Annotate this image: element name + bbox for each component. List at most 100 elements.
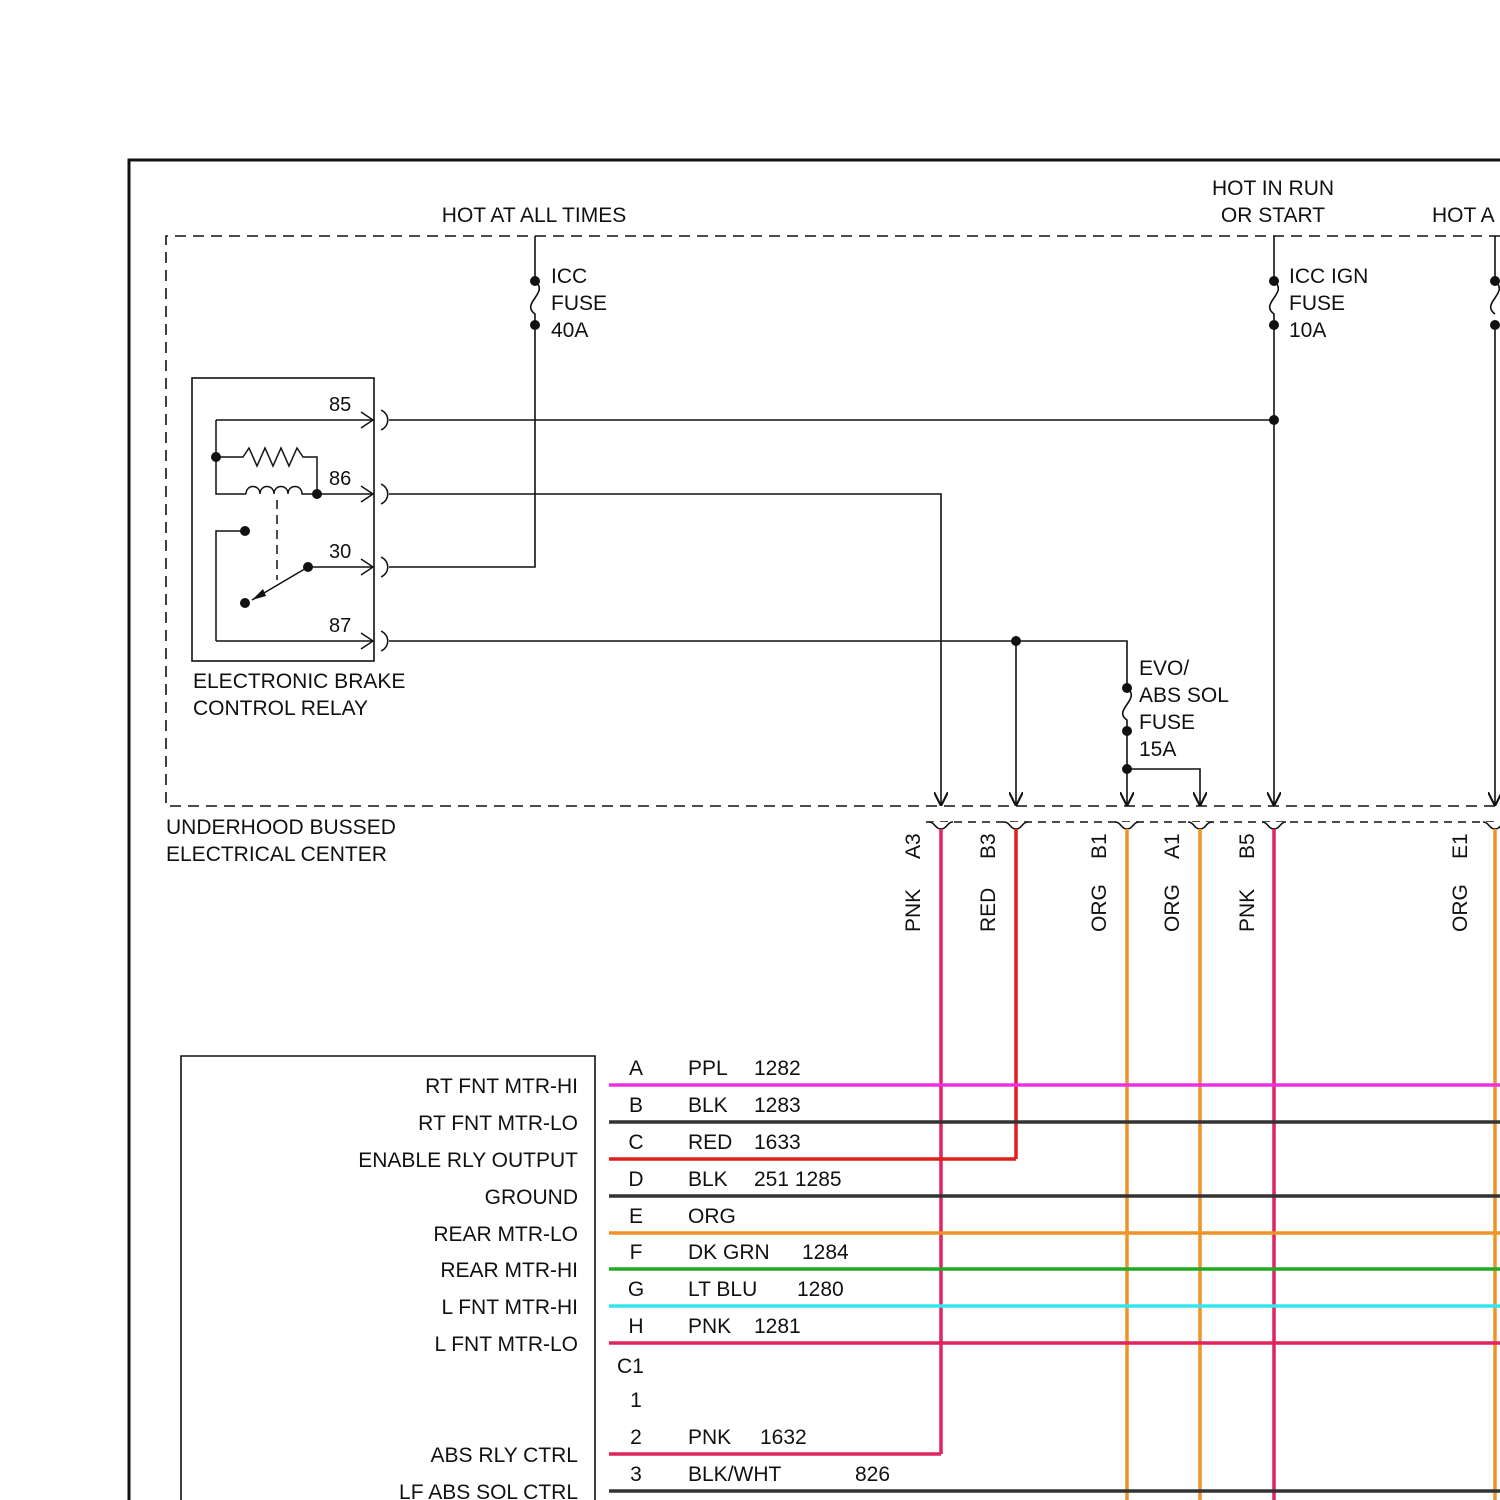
function-label: REAR MTR-HI [440,1259,578,1282]
icc-ign-fuse-symbol [1269,276,1279,330]
wire-color-label: RED [688,1131,732,1154]
pin-label: C [628,1131,643,1154]
splice-dot [1269,415,1279,425]
pin-socket [1188,822,1212,829]
pin-label: 3 [630,1463,642,1486]
function-label: ABS RLY CTRL [431,1444,578,1467]
evo-abs-fuse-label: EVO/ ABS SOL FUSE 15A [1139,657,1229,761]
circuit-number: 1633 [754,1131,801,1154]
pin-socket [1483,822,1500,829]
pin-label: H [628,1315,643,1338]
wire-color-label: BLK [688,1094,728,1117]
relay-terminal-85: 85 [329,394,351,416]
svg-text:15A: 15A [1139,738,1176,761]
pin-label: D [628,1168,643,1191]
pin-label: 1 [630,1389,642,1412]
wire-color-name: ORG [1088,884,1111,932]
module-connector-label: C1 [617,1355,644,1378]
splice-dot [1011,636,1021,646]
pin-name: B3 [977,833,1000,859]
circuit-number: 251 1285 [754,1168,842,1191]
module-row-B: B BLK 1283 RT FNT MTR-LO [418,1094,1500,1135]
hot-at-all-times-label: HOT AT ALL TIMES [442,204,626,227]
circuit-number: 1632 [760,1426,807,1449]
svg-text:FUSE: FUSE [1289,292,1345,315]
wire-color-name: ORG [1449,884,1472,932]
pin-label: 2 [630,1426,642,1449]
pin-name: E1 [1449,833,1472,859]
partial-fuse-symbol [1490,276,1500,330]
svg-text:10A: 10A [1289,319,1326,342]
pin-socket [1115,822,1139,829]
function-label: LF ABS SOL CTRL [399,1481,578,1500]
splice-dot [1122,764,1132,774]
svg-text:ABS SOL: ABS SOL [1139,684,1229,707]
wire-color-label: DK GRN [688,1241,770,1264]
module-row-G: G LT BLU 1280 L FNT MTR-HI [442,1278,1500,1319]
pin-label: B [629,1094,643,1117]
circuit-number: 826 [855,1463,890,1486]
svg-text:ICC IGN: ICC IGN [1289,265,1368,288]
circuit-number: 1283 [754,1094,801,1117]
wire-color-name: ORG [1161,884,1184,932]
wire-color-label: BLK/WHT [688,1463,782,1486]
circuit-number: 1282 [754,1057,801,1080]
icc-fuse-symbol [530,276,540,330]
function-label: L FNT MTR-HI [442,1296,579,1319]
relay-terminal-30: 30 [329,541,351,563]
module-row-A: A PPL 1282 RT FNT MTR-HI [425,1057,1500,1098]
function-label: RT FNT MTR-LO [418,1112,578,1135]
center-name-line1: UNDERHOOD BUSSED [166,816,396,839]
function-label: ENABLE RLY OUTPUT [358,1149,578,1172]
function-label: L FNT MTR-LO [434,1333,578,1356]
function-label: REAR MTR-LO [433,1223,578,1246]
pin-label: F [630,1241,643,1264]
wire-color-label: PPL [688,1057,728,1080]
function-label: RT FNT MTR-HI [425,1075,578,1098]
wire-color-label: PNK [688,1315,731,1338]
pin-label: E [629,1205,643,1228]
relay-terminal-86: 86 [329,468,351,490]
or-start-label: OR START [1221,204,1325,227]
icc-fuse-label: ICC FUSE 40A [551,265,607,342]
svg-text:FUSE: FUSE [551,292,607,315]
hot-a-label: HOT A [1432,204,1495,227]
pin-label: G [628,1278,644,1301]
function-label: GROUND [485,1186,578,1209]
wire-color-name: PNK [1236,889,1259,932]
pin-name: B5 [1236,833,1259,859]
module-row-1: 1 [630,1389,642,1412]
pin-socket [1004,822,1028,829]
svg-text:ICC: ICC [551,265,587,288]
relay-name-line2: CONTROL RELAY [193,697,368,720]
icc-ign-fuse-label: ICC IGN FUSE 10A [1289,265,1368,342]
circuit-number: 1284 [802,1241,849,1264]
module-row-E: E ORG REAR MTR-LO [433,1205,1500,1246]
pin-socket [1262,822,1286,829]
wire-color-label: ORG [688,1205,736,1228]
pin-name: B1 [1088,833,1111,859]
wire-color-label: LT BLU [688,1278,757,1301]
svg-text:EVO/: EVO/ [1139,657,1189,680]
svg-text:40A: 40A [551,319,588,342]
pin-socket [929,822,953,829]
svg-text:FUSE: FUSE [1139,711,1195,734]
module-row-3: 3 BLK/WHT 826 LF ABS SOL CTRL [399,1463,1500,1500]
pin-label: A [629,1057,643,1080]
output-A3: A3PNK [902,822,953,1454]
pin-name: A3 [902,833,925,859]
pin-name: A1 [1161,833,1184,859]
circuit-number: 1280 [797,1278,844,1301]
evo-abs-fuse-symbol [1122,683,1132,736]
relay-name-line1: ELECTRONIC BRAKE [193,670,405,693]
